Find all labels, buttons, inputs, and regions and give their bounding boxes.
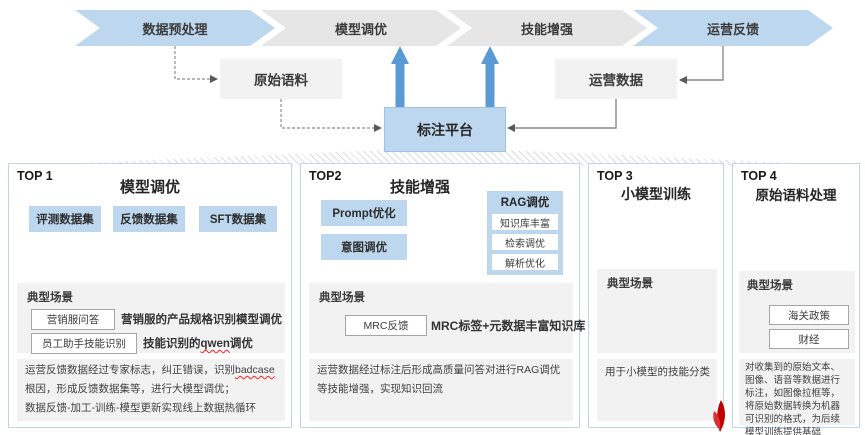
panel-description-block: 对收集到的原始文本、图像、语音等数据进行标注，如图像拉框等，将原始数据转换为机器… [739, 359, 855, 435]
rag-item-parsing-optimization: 解析优化 [492, 254, 558, 270]
panel-title: 原始语料处理 [755, 188, 837, 203]
desc-word-qwen: qwen [200, 338, 230, 350]
scenario-tag-mrc-feedback: MRC反馈 [345, 315, 427, 336]
solid-connector [687, 46, 724, 81]
annotation-platform-box: 标注平台 [384, 107, 506, 152]
typical-scenarios-block: 典型场景 [597, 269, 717, 353]
panel-title: 模型调优 [119, 179, 180, 196]
typical-scenarios-block: 典型场景 海关政策 财经 [739, 271, 855, 353]
panel-title: 小模型训练 [621, 186, 691, 202]
arrowhead-icon [679, 76, 687, 84]
ops-data-box: 运营数据 [555, 59, 677, 99]
stage-label: 模型调优 [334, 21, 387, 37]
panel-description-block: 运营数据经过标注后形成高质量问答对进行RAG调优等技能增强，实现知识回流 [309, 359, 573, 421]
stage-model-tuning: 模型调优 [261, 10, 461, 46]
panel-rank-label: TOP 3 [597, 169, 633, 183]
panel-title: 技能增强 [389, 179, 450, 196]
red-ribbon-mark-icon [713, 400, 725, 432]
panel-top3-small-model-training: TOP 3 小模型训练 典型场景 用于小模型的技能分类 [588, 163, 724, 428]
stage-label: 运营反馈 [706, 21, 759, 37]
scenario-tag-marketing-qa: 营销服问答 [31, 309, 115, 330]
rag-item-retrieval-tuning: 检索调优 [492, 234, 558, 250]
panel-rank-label: TOP2 [309, 169, 342, 183]
desc-part: 调优 [229, 338, 253, 350]
solid-connector [515, 99, 617, 129]
scenario-tag-customs-policy: 海关政策 [769, 305, 849, 325]
panel-rank-label: TOP 4 [741, 169, 777, 183]
desc-part: 运营反馈数据经过专家标志，纠正错误，识别 [25, 364, 235, 376]
panel-top1-model-tuning: TOP 1 模型调优 评测数据集 反馈数据集 SFT数据集 典型场景 营销服问答… [8, 163, 292, 428]
stage-operations-feedback: 运营反馈 [633, 10, 833, 46]
annotation-platform-label: 标注平台 [417, 121, 473, 138]
panel-description: 运营数据经过标注后形成高质量问答对进行RAG调优等技能增强，实现知识回流 [317, 364, 561, 395]
dashed-connector [174, 46, 210, 80]
scenario-tag-finance: 财经 [769, 329, 849, 349]
typical-scenarios-block: 典型场景 营销服问答 营销服的产品规格识别模型调优 员工助手技能识别 技能识别的… [17, 283, 285, 354]
raw-corpus-label: 原始语料 [254, 73, 308, 88]
desc-line: 数据反馈-加工-训练-模型更新实现线上数据热循环 [25, 402, 256, 414]
scenario-tag-staff-assistant: 员工助手技能识别 [31, 333, 137, 354]
stage-skill-enhancement: 技能增强 [447, 10, 647, 46]
arrowhead-icon [210, 75, 218, 83]
rag-tuning-group: RAG调优 知识库丰富 检索调优 解析优化 [487, 191, 563, 275]
desc-part: 技能识别的 [143, 338, 201, 350]
typical-scenarios-block: 典型场景 MRC反馈 MRC标签+元数据丰富知识库 [309, 283, 585, 353]
arrowhead-icon [374, 124, 382, 132]
panel-description-block: 用于小模型的技能分类 [597, 359, 717, 421]
chip-eval-dataset: 评测数据集 [29, 206, 101, 232]
raw-corpus-box: 原始语料 [220, 59, 342, 99]
scenario-desc: 技能识别的qwen调优 [143, 335, 253, 351]
desc-part: 根因，形成反馈数据集等，进行大模型调优； [25, 383, 235, 395]
scenario-desc: MRC标签+元数据丰富知识库 [431, 319, 586, 333]
arrowhead-icon [507, 124, 515, 132]
scenario-desc: 营销服的产品规格识别模型调优 [121, 314, 282, 326]
typical-scenarios-label: 典型场景 [27, 292, 73, 304]
rag-tuning-title: RAG调优 [500, 197, 550, 209]
typical-scenarios-label: 典型场景 [319, 292, 365, 304]
panel-top4-raw-corpus-processing: TOP 4 原始语料处理 典型场景 海关政策 财经 对收集到的原始文本、图像、语… [732, 163, 860, 435]
chip-sft-dataset: SFT数据集 [199, 206, 277, 232]
desc-word-badcase: badcase [235, 364, 275, 376]
blue-up-arrowhead-icon [391, 46, 409, 64]
panel-description: 运营反馈数据经过专家标志，纠正错误，识别badcase根因，形成反馈数据集等，进… [25, 361, 279, 418]
stage-label: 数据预处理 [142, 21, 208, 37]
panel-description: 用于小模型的技能分类 [605, 366, 710, 378]
rag-item-knowledge-base: 知识库丰富 [492, 214, 558, 230]
stage-label: 技能增强 [520, 21, 573, 37]
chip-prompt-optimization: Prompt优化 [321, 200, 407, 226]
panel-rank-label: TOP 1 [17, 169, 53, 183]
chip-feedback-dataset: 反馈数据集 [113, 206, 185, 232]
ops-data-label: 运营数据 [589, 73, 643, 88]
dashed-connector [280, 99, 374, 129]
blue-up-arrowhead-icon [481, 46, 499, 64]
typical-scenarios-label: 典型场景 [747, 280, 793, 292]
chip-intent-tuning: 意图调优 [321, 234, 407, 260]
panel-top2-skill-enhancement: TOP2 技能增强 Prompt优化 意图调优 RAG调优 知识库丰富 检索调优… [300, 163, 585, 428]
typical-scenarios-label: 典型场景 [607, 278, 653, 290]
panel-description: 对收集到的原始文本、图像、语音等数据进行标注，如图像拉框等，将原始数据转换为机器… [745, 362, 841, 435]
panel-description-block: 运营反馈数据经过专家标志，纠正错误，识别badcase根因，形成反馈数据集等，进… [17, 359, 285, 421]
stage-data-preprocessing: 数据预处理 [75, 10, 275, 46]
